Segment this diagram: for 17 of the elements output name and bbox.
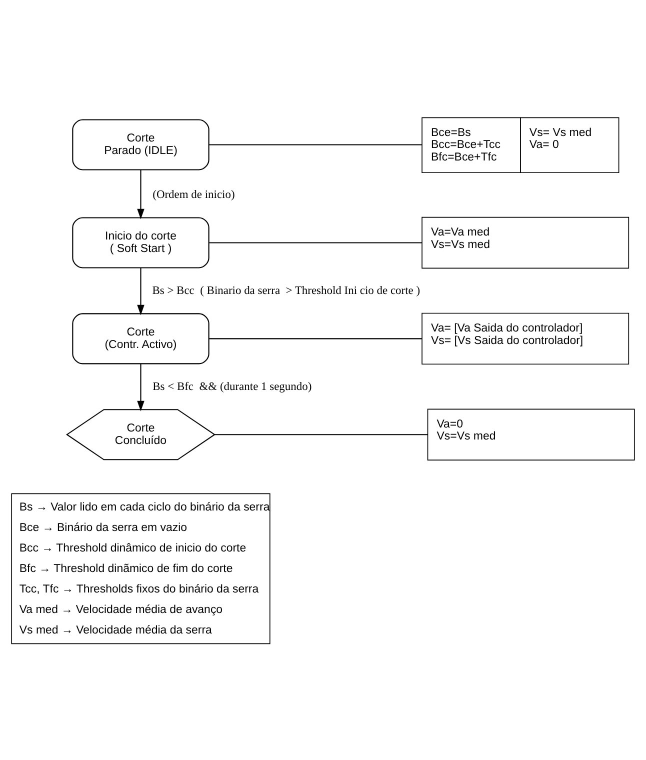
edge-label: (Ordem de inicio) [152,188,235,201]
arrow [137,169,144,219]
connector [208,144,422,145]
node-box: Inicio do corte ( Soft Start ) [72,216,210,268]
edge-label: Bs < Bfc && (durante 1 segundo) [152,380,312,393]
arrow [137,267,144,315]
node-box: Bs → Valor lido em cada ciclo do binário da serra Bce → Binário da serra em vazio Bcc → Threshold dinâmico de inicio do corte Bfc → Threshold dinãmico de fim do corte Tcc, Tfc → Thresholds fixos do binário da serra Va med → Velocidade média de avanço Vs med → Velocidade média da serra [11,492,270,644]
connector [209,242,422,243]
connector [214,434,428,435]
node-box: Va=0 Vs=Vs med [427,408,635,460]
node-box: Corte Parado (IDLE) [72,118,210,170]
node-box: Va= [Va Saida do controlador] Vs= [Vs Saida do controlador] [422,312,630,364]
connector [209,338,422,339]
arrow [137,363,144,411]
edge-label: Bs > Bcc ( Binario da serra > Threshold Ini cio de corte ) [152,284,420,297]
node-box: Va=Va med Vs=Vs med [422,216,630,268]
node-box: Corte (Contr. Activo) [72,312,210,364]
